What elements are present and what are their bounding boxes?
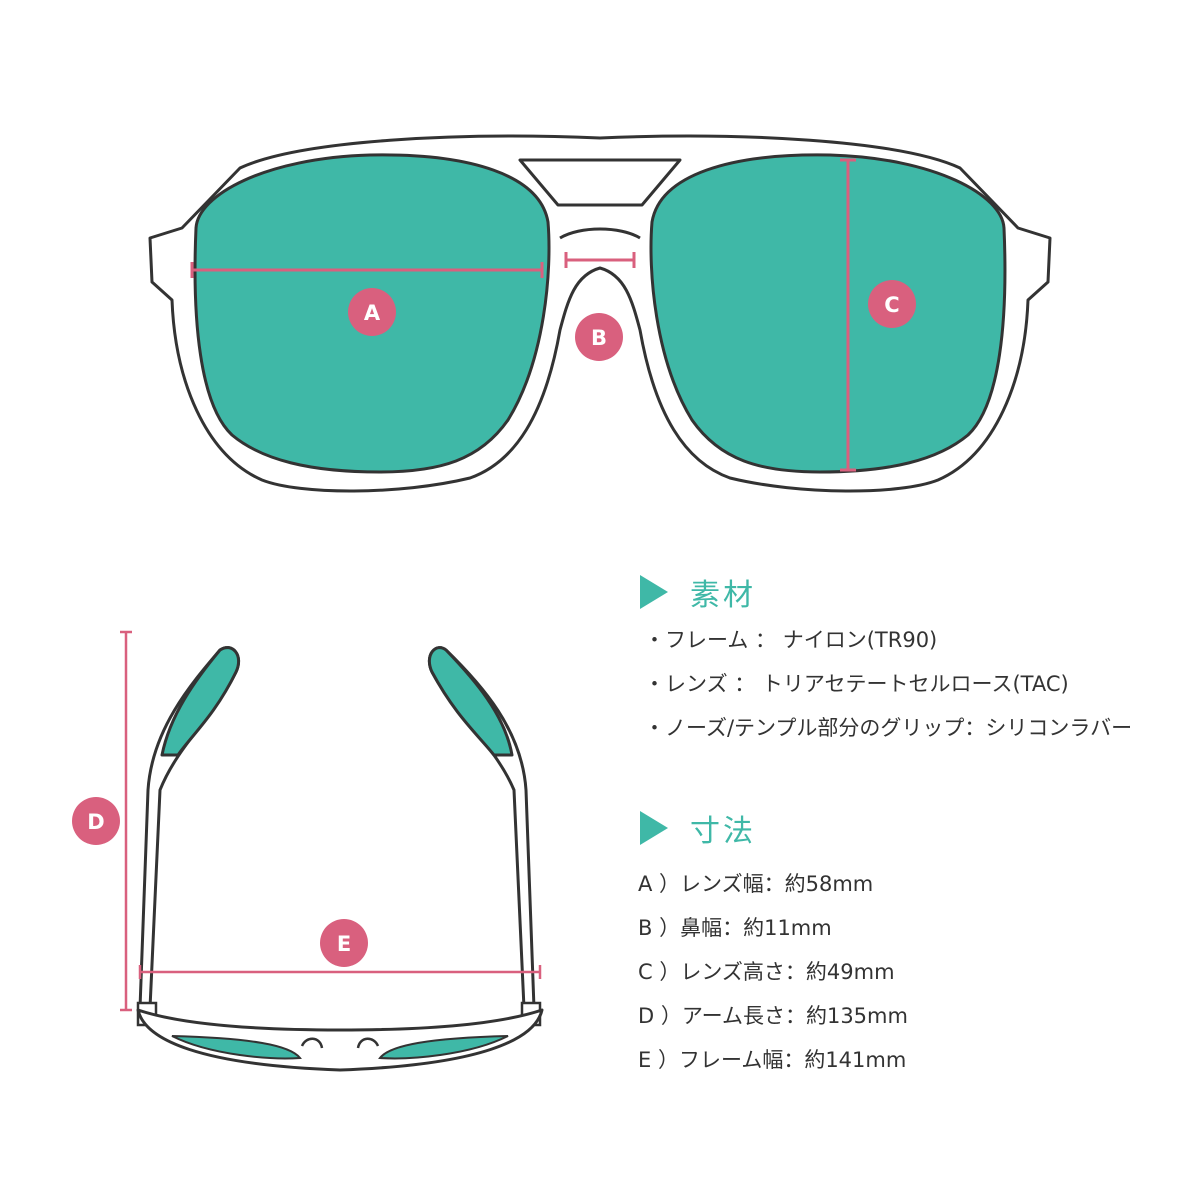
marker-e-label: E xyxy=(337,932,351,956)
measure-line-a xyxy=(190,262,544,278)
material-title: 素材 xyxy=(690,578,756,613)
triangle-bullet-icon xyxy=(640,575,668,609)
front-view: A B C xyxy=(148,134,1052,493)
marker-b: B xyxy=(575,313,623,361)
dimension-item-c: C ）レンズ高さ：約49mm xyxy=(638,960,895,984)
material-item: ・フレーム ： ナイロン(TR90) xyxy=(644,628,938,652)
dimensions-heading: 寸法 xyxy=(640,806,756,850)
left-arm-grip xyxy=(160,646,241,757)
marker-c: C xyxy=(868,280,916,328)
marker-c-label: C xyxy=(884,293,899,317)
measure-line-d xyxy=(120,630,132,1012)
top-left-lens xyxy=(171,1035,302,1060)
measure-line-c xyxy=(840,158,856,472)
dimension-item-a: A ）レンズ幅：約58mm xyxy=(638,872,874,896)
dimensions-title: 寸法 xyxy=(690,814,756,849)
dimension-item-b: B ）鼻幅：約11mm xyxy=(638,916,832,940)
top-nose-pads xyxy=(300,1037,380,1049)
measure-line-b xyxy=(564,252,636,268)
right-lens xyxy=(649,153,1007,474)
top-view: D E xyxy=(72,630,544,1072)
top-right-lens xyxy=(378,1035,509,1060)
marker-d: D xyxy=(72,797,120,845)
dimension-item-d: D ）アーム長さ：約135mm xyxy=(638,1004,908,1028)
material-heading: 素材 xyxy=(640,570,756,614)
marker-b-label: B xyxy=(591,326,607,350)
material-item: ・レンズ ： トリアセテートセルロース(TAC) xyxy=(644,672,1069,696)
material-list: ・フレーム ： ナイロン(TR90) ・レンズ ： トリアセテートセルロース(T… xyxy=(644,618,1132,750)
marker-d-label: D xyxy=(87,810,104,834)
right-arm-grip xyxy=(427,646,514,757)
top-bridge xyxy=(518,158,682,207)
dimension-item-e: E ）フレーム幅：約141mm xyxy=(638,1048,907,1072)
marker-a: A xyxy=(348,288,396,336)
measure-line-e xyxy=(138,965,542,979)
material-item: ・ノーズ/テンプル部分のグリップ：シリコンラバー xyxy=(644,716,1133,740)
marker-a-label: A xyxy=(364,301,381,325)
dimensions-list: A ）レンズ幅：約58mm B ）鼻幅：約11mm C ）レンズ高さ：約49mm… xyxy=(638,862,908,1082)
marker-e: E xyxy=(320,919,368,967)
nose-bridge xyxy=(559,227,641,240)
triangle-bullet-icon xyxy=(640,811,668,845)
